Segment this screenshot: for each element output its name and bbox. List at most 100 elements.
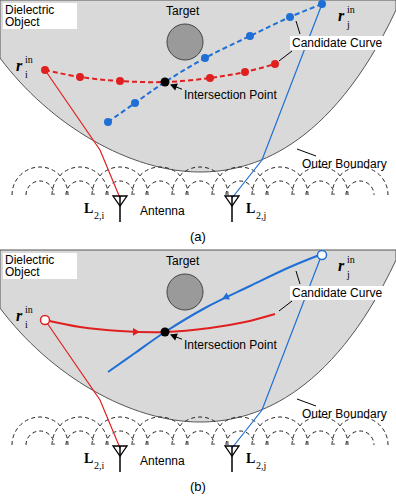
leader-line [297,149,316,156]
symbol-label: L [84,452,93,466]
panel-caption: (a) [190,230,206,243]
wave-arc [106,181,134,195]
wave-arc [212,167,268,195]
wave-arc [26,431,54,445]
ray-line [45,70,120,198]
subscript-label: 2,i [94,461,104,471]
symbol-label: L [246,452,255,466]
antenna-symbol [225,196,239,206]
wave-arc [172,167,228,195]
panel-caption: (b) [190,480,206,493]
antenna-label: Antenna [140,205,185,217]
wave-arc [306,181,334,195]
antenna-symbol [231,446,233,472]
wave-arc [92,167,148,195]
panel [0,250,396,472]
wave-arc [66,181,94,195]
candidate-curve [108,254,322,372]
superscript-label: in [25,305,33,315]
wave-arc [292,167,348,195]
antenna-symbol [113,446,127,456]
candidate-curve [45,64,275,82]
boundary-label: Outer Boundary [302,408,387,420]
arrow-head [133,328,140,336]
subscript-label: 2,i [94,211,104,221]
antenna-symbol [225,446,239,456]
wave-arc [212,417,268,445]
ray-line [45,320,120,448]
wave-arc [26,181,54,195]
antenna-label: Antenna [140,455,185,467]
leader-line [279,301,292,311]
candidate-dot [116,77,124,85]
arrow-head [222,292,230,299]
wave-arc [186,181,214,195]
symbol-label: r [16,58,22,74]
arrow-head [170,333,178,340]
candidate-dot [318,0,326,8]
start-point [318,251,327,260]
candidate-dot [241,68,249,76]
target-label: Target [166,255,199,267]
curve-label: Candidate Curve [290,286,384,300]
wave-arc [332,417,388,445]
antenna-symbol [119,196,121,222]
superscript-label: in [347,5,355,15]
leader-line [279,51,292,61]
wave-arc [92,417,148,445]
subscript-label: i [25,320,28,330]
candidate-curve [45,314,275,332]
target-label: Target [166,5,199,17]
wave-arc [146,431,174,445]
wave-arc [266,181,294,195]
wave-arc [106,431,134,445]
wave-arc [12,167,68,195]
wave-arc [346,431,374,445]
candidate-dot [271,60,279,68]
subscript-label: j [347,20,350,30]
wave-arc [252,417,308,445]
wave-arc [52,167,108,195]
leader-line [296,271,300,284]
wave-arc [346,181,374,195]
object-label: Dielectric Object [3,3,77,29]
wave-arc [306,431,334,445]
point-label: Intersection Point [182,88,279,102]
panel [0,0,396,222]
wave-arc [252,167,308,195]
superscript-label: in [347,255,355,265]
candidate-dot [246,32,254,40]
dielectric-object [0,250,396,422]
object-label: Dielectric Object [3,253,77,279]
antenna-symbol [119,446,121,472]
target-circle [167,274,203,310]
symbol-label: L [84,202,93,216]
wave-arc [186,431,214,445]
candidate-curve [108,4,322,122]
subscript-label: i [25,70,28,80]
superscript-label: in [25,55,33,65]
intersection-point [161,78,170,87]
wave-arc [332,167,388,195]
candidate-dot [104,118,112,126]
antenna-symbol [113,196,127,206]
symbol-label: r [338,258,344,274]
wave-arc [172,417,228,445]
wave-arc [132,417,188,445]
wave-arc [66,431,94,445]
wave-arc [132,167,188,195]
subscript-label: 2,j [256,461,266,471]
start-point [41,316,50,325]
candidate-dot [201,54,209,62]
target-circle [167,24,203,60]
boundary-label: Outer Boundary [302,158,387,170]
wave-arc [12,417,68,445]
leader-line [296,21,300,34]
leader-line [297,399,316,406]
wave-arc [292,417,348,445]
wave-arc [266,431,294,445]
arrow-head [170,83,178,90]
candidate-dot [206,74,214,82]
candidate-dot [131,99,139,107]
